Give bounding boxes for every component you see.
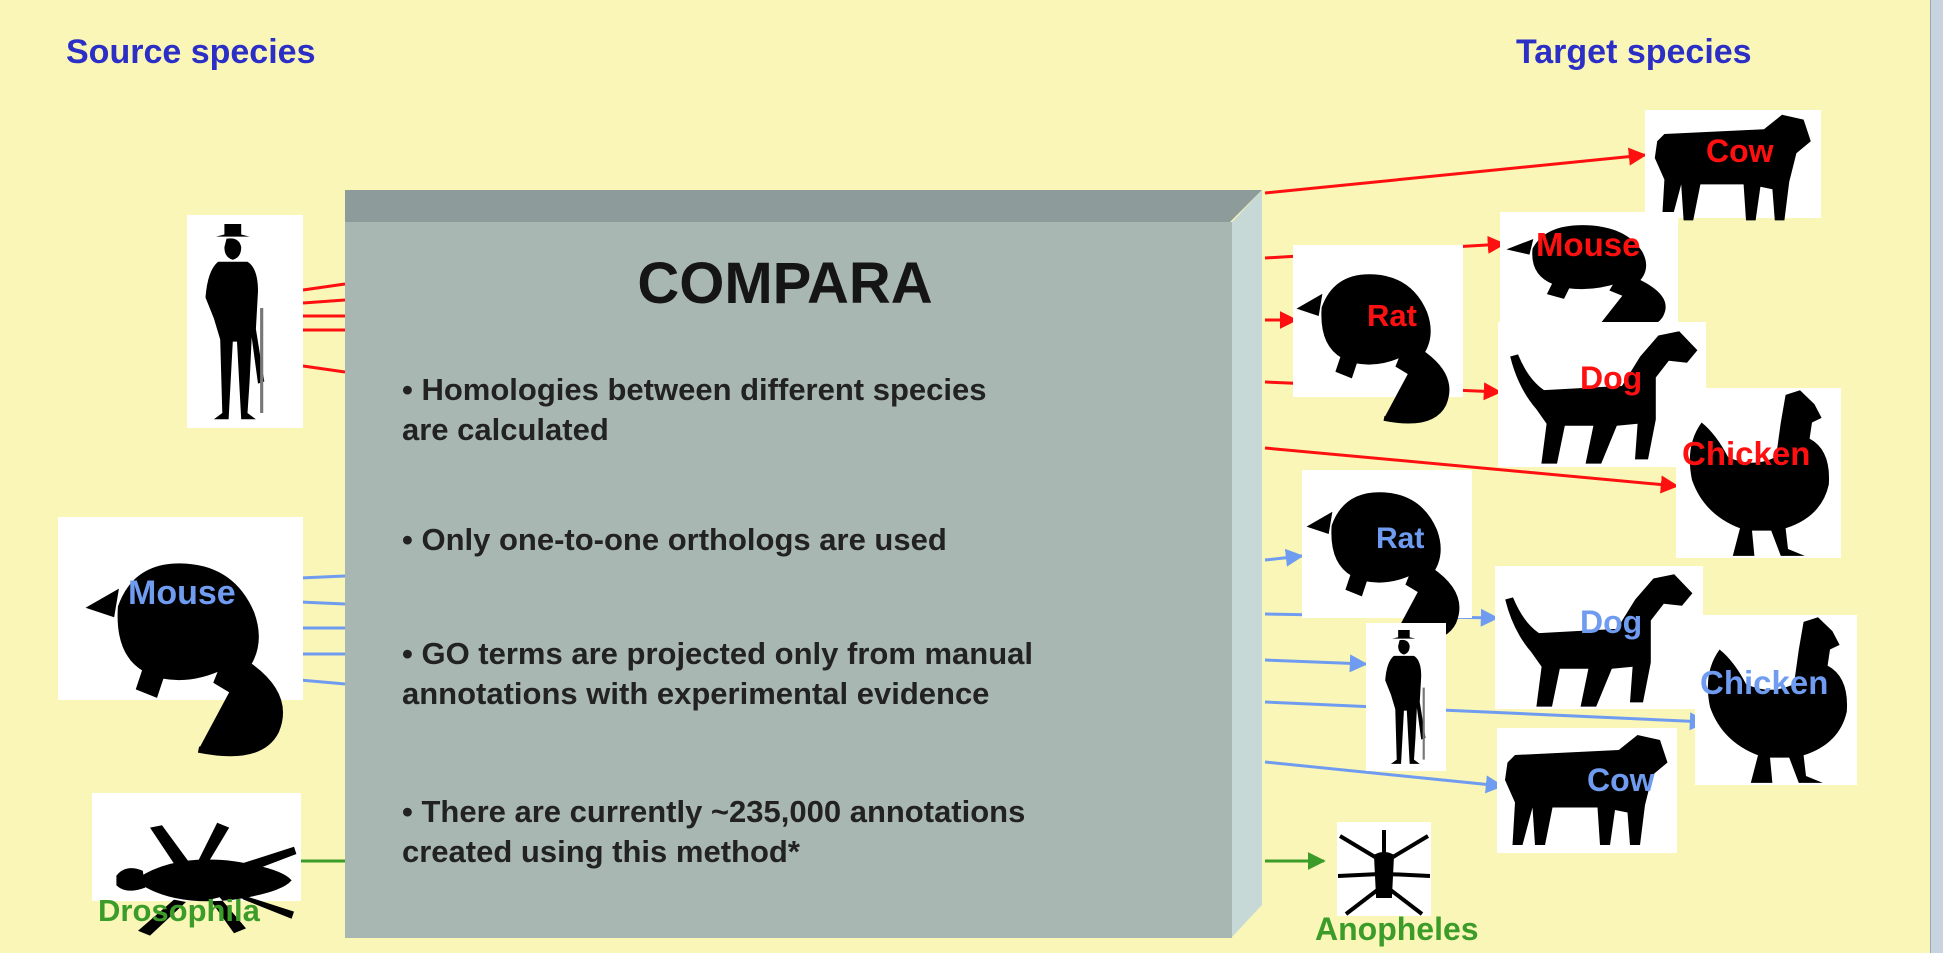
target-label-anopheles: Anopheles: [1315, 911, 1479, 948]
bullet-line: • GO terms are projected only from manua…: [402, 634, 1202, 674]
target-label-cow-blue: Cow: [1587, 762, 1655, 799]
target-label-chicken-red: Chicken: [1682, 435, 1810, 473]
bullet-homologies: • Homologies between different species a…: [402, 370, 1202, 450]
bullet-line: • There are currently ~235,000 annotatio…: [402, 792, 1202, 832]
source-label-drosophila: Drosophila: [98, 893, 260, 929]
target-label-dog-blue: Dog: [1580, 604, 1642, 641]
target-label-rat-red: Rat: [1367, 298, 1417, 334]
box-top-face: [345, 190, 1262, 222]
bullet-line: are calculated: [402, 410, 1202, 450]
bullet-line: annotations with experimental evidence: [402, 674, 1202, 714]
box-side-face: [1232, 190, 1262, 937]
right-edge-bar: [1930, 0, 1943, 953]
target-label-cow-red: Cow: [1706, 133, 1774, 170]
target-label-mouse-red: Mouse: [1536, 226, 1641, 264]
target-label-dog-red: Dog: [1580, 360, 1642, 397]
source-label-mouse: Mouse: [128, 574, 236, 613]
bullet-line: created using this method*: [402, 832, 1202, 872]
bullet-line: • Homologies between different species: [402, 370, 1202, 410]
bullet-orthologs: • Only one-to-one orthologs are used: [402, 520, 1202, 560]
target-label-chicken-blue: Chicken: [1700, 664, 1828, 702]
bullet-annotations: • There are currently ~235,000 annotatio…: [402, 792, 1202, 872]
bullet-go-terms: • GO terms are projected only from manua…: [402, 634, 1202, 714]
target-species-header: Target species: [1516, 33, 1752, 72]
source-species-header: Source species: [66, 33, 315, 72]
compara-title: COMPARA: [345, 250, 1225, 317]
target-label-rat-blue: Rat: [1376, 522, 1424, 556]
bullet-line: • Only one-to-one orthologs are used: [402, 520, 1202, 560]
